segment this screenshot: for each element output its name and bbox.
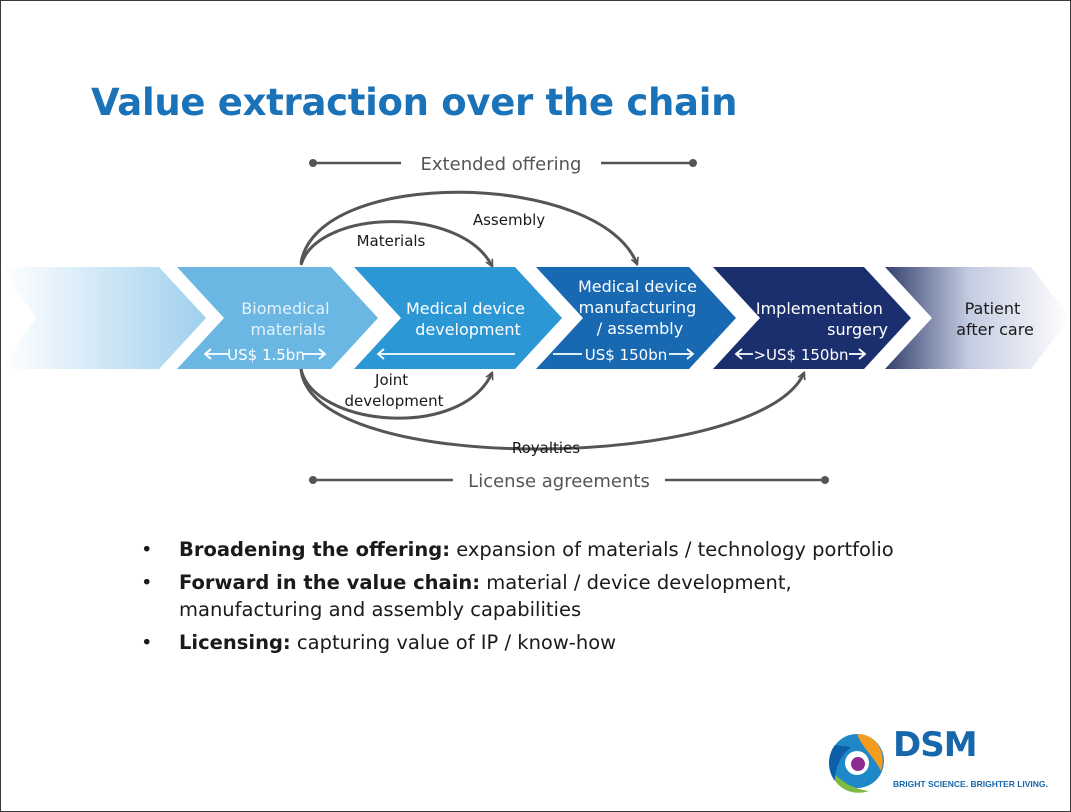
logo-wordmark: DSM: [893, 725, 978, 765]
stage-chevron-device-development: [354, 267, 562, 369]
stage-chevron-biomedical: [177, 267, 378, 369]
bullet-item: Forward in the value chain: material / d…: [141, 569, 899, 623]
value-arrow-manufacturing: [553, 348, 695, 360]
page-title: Value extraction over the chain: [91, 81, 738, 124]
value-arrow-device-development: [376, 348, 515, 360]
market-value-manufacturing: US$ 150bn: [585, 346, 667, 364]
stage-label-device-development: Medical device development: [406, 299, 530, 339]
stage-label-manufacturing: Medical device manufacturing / assembly: [578, 277, 702, 338]
stage-label-surgery: Implementation surgery: [756, 299, 888, 339]
flow-label-joint-development: Joint development: [345, 371, 444, 410]
flow-label-materials: Materials: [357, 232, 426, 250]
bullet-text: expansion of materials / technology port…: [450, 538, 894, 561]
joint-development-flow-arrow: [299, 368, 492, 420]
bullet-list: Broadening the offering: expansion of ma…: [141, 536, 899, 662]
market-value-biomedical: US$ 1.5bn: [227, 346, 305, 364]
extended-offering-bracket: Extended offering: [309, 154, 697, 175]
stage-chevron-manufacturing: [536, 267, 736, 369]
bullet-bold: Forward in the value chain:: [179, 571, 481, 594]
value-arrow-surgery: [734, 348, 867, 360]
bullet-bold: Broadening the offering:: [179, 538, 450, 561]
logo-tagline: BRIGHT SCIENCE. BRIGHTER LIVING.: [893, 779, 1048, 789]
stage-label-biomedical: Biomedical materials: [241, 299, 334, 339]
materials-flow-arrow: [299, 220, 494, 266]
bullet-text: material / device development, manufactu…: [179, 571, 792, 621]
license-agreements-bracket: License agreements: [309, 471, 829, 492]
leading-fade-chevron: [1, 267, 206, 369]
bullet-item: Licensing: capturing value of IP / know-…: [141, 629, 899, 656]
royalties-flow-arrow: [299, 368, 804, 451]
assembly-flow-arrow: [299, 190, 637, 264]
stage-label-patient: Patient after care: [956, 299, 1034, 339]
value-arrow-biomedical: [203, 348, 327, 360]
extended-offering-label: Extended offering: [421, 154, 582, 175]
stage-chevron-surgery: [713, 267, 911, 369]
bullet-bold: Licensing:: [179, 631, 291, 654]
value-chain-diagram: Extended offering Biomedical materials M…: [1, 154, 1070, 492]
bullet-text: capturing value of IP / know-how: [290, 631, 617, 654]
dsm-logo: DSM BRIGHT SCIENCE. BRIGHTER LIVING.: [821, 723, 1061, 799]
flow-label-assembly: Assembly: [473, 211, 545, 229]
license-agreements-label: License agreements: [468, 471, 650, 492]
dsm-logo-icon: [829, 734, 884, 793]
stage-chevron-patient: [885, 267, 1070, 369]
bullet-item: Broadening the offering: expansion of ma…: [141, 536, 899, 563]
market-value-surgery: >US$ 150bn: [753, 346, 848, 364]
flow-label-royalties: Royalties: [512, 439, 580, 457]
